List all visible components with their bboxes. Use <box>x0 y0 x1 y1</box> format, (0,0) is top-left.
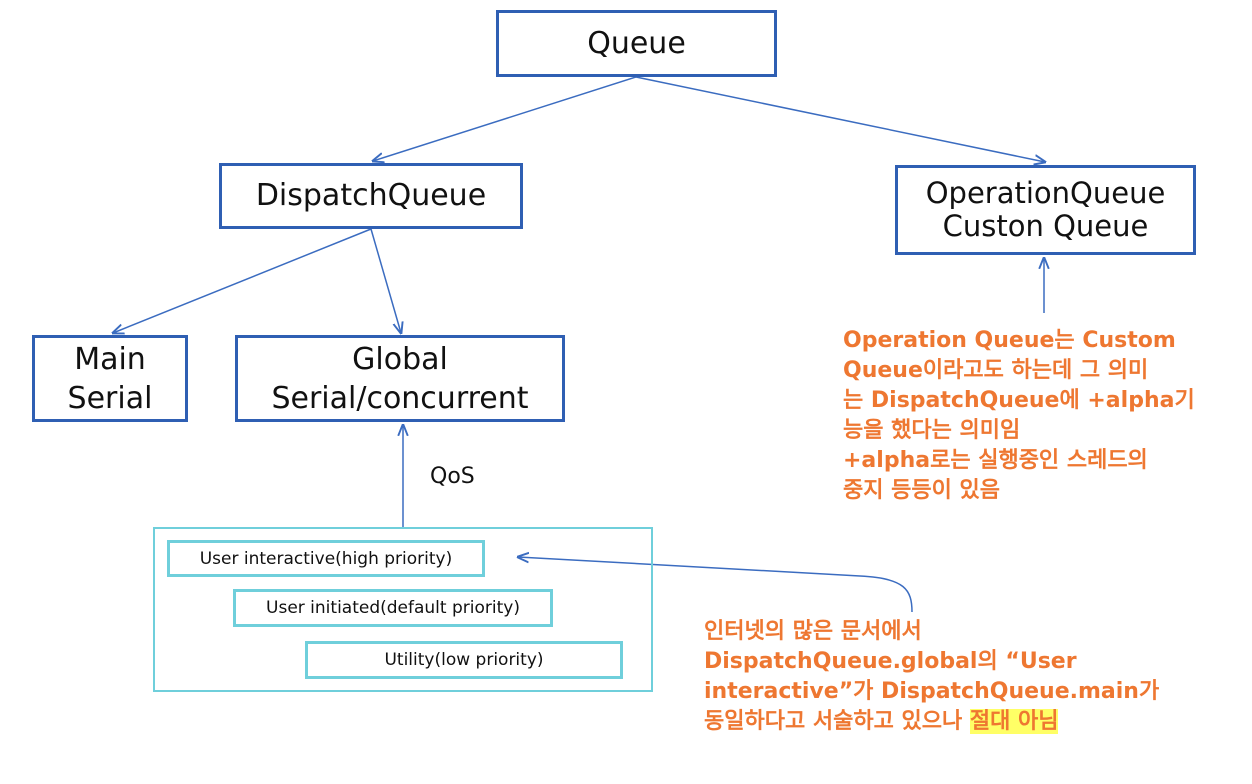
note-last-line-text: 동일하다고 서술하고 있으나 <box>704 709 970 734</box>
qos-item-user-interactive: User interactive(high priority) <box>167 540 485 577</box>
note-line: DispatchQueue.global의 “User <box>704 649 1077 674</box>
note-line: interactive”가 DispatchQueue.main가 <box>704 679 1160 704</box>
global-vs-main-note: 인터넷의 많은 문서에서 DispatchQueue.global의 “User… <box>704 617 1159 737</box>
global-node-line-1: Global <box>352 341 448 377</box>
operation-queue-note: Operation Queue는 Custom Queue이라고도 하는데 그 … <box>843 326 1195 506</box>
dispatch-queue-node-label: DispatchQueue <box>255 178 487 213</box>
dispatch-queue-node: DispatchQueue <box>219 163 523 229</box>
note-line: Operation Queue는 Custom <box>843 328 1176 353</box>
note-last-line: 동일하다고 서술하고 있으나 절대 아님 <box>704 707 1159 737</box>
edge-note-to-user-interactive <box>518 557 913 613</box>
qos-group-frame <box>153 527 653 692</box>
edge-dispatch-to-main <box>113 228 372 333</box>
operation-queue-node: OperationQueue Custon Queue <box>895 165 1196 255</box>
edge-queue-to-operation <box>635 76 1045 162</box>
note-line: 는 DispatchQueue에 +alpha기 <box>843 388 1195 413</box>
main-node-line-1: Main <box>74 341 146 377</box>
edge-dispatch-to-global <box>370 228 401 333</box>
note-line: +alpha로는 실행중인 스레드의 <box>843 448 1148 473</box>
global-queue-node: Global Serial/concurrent <box>235 335 565 422</box>
qos-item-user-initiated: User initiated(default priority) <box>233 589 553 627</box>
main-node-line-2: Serial <box>67 380 153 416</box>
main-serial-node: Main Serial <box>32 335 188 422</box>
note-line: 인터넷의 많은 문서에서 <box>704 619 922 644</box>
queue-node: Queue <box>496 10 777 77</box>
highlighted-emphasis: 절대 아님 <box>969 709 1059 734</box>
note-line: 중지 등등이 있음 <box>843 478 1000 503</box>
qos-label: QoS <box>430 464 475 489</box>
qos-item-utility: Utility(low priority) <box>305 641 623 679</box>
note-line: 능을 했다는 의미임 <box>843 418 1021 443</box>
global-node-line-2: Serial/concurrent <box>271 380 529 416</box>
operation-queue-node-line-1: OperationQueue <box>925 175 1166 210</box>
operation-queue-node-line-2: Custon Queue <box>942 209 1149 243</box>
edge-queue-to-dispatch <box>373 76 637 161</box>
queue-node-label: Queue <box>587 25 686 61</box>
note-line: Queue이라고도 하는데 그 의미 <box>843 358 1149 383</box>
